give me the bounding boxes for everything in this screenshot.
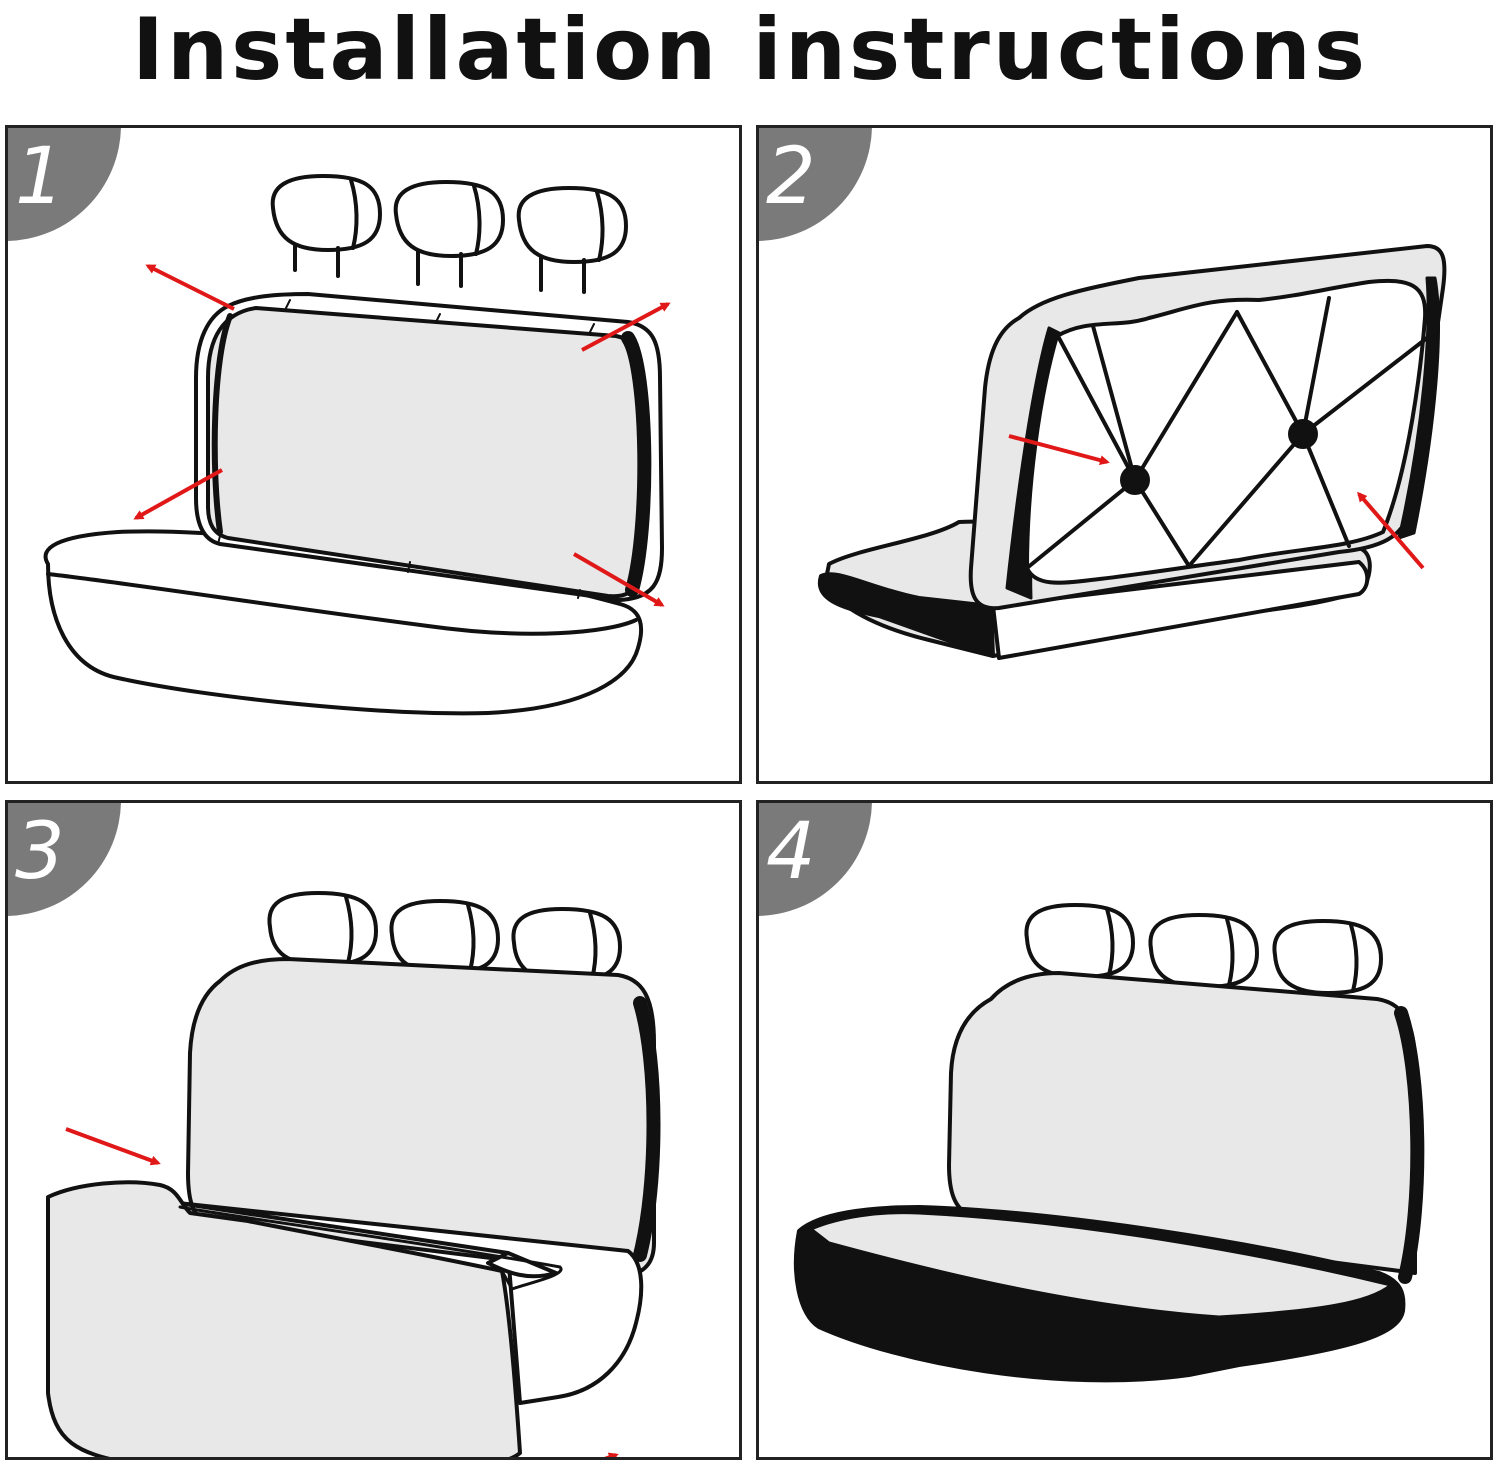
step-number: 2	[766, 132, 816, 222]
headrest-left	[1024, 903, 1135, 979]
arrow-icon	[572, 552, 665, 607]
arrow-icon	[1008, 434, 1110, 466]
arrow-icon	[65, 1127, 161, 1166]
step-2-panel: 2	[756, 125, 1493, 784]
headrest-left	[267, 891, 378, 967]
seat-backrest	[186, 957, 656, 1277]
page-title: Installation instructions	[131, 0, 1369, 100]
headrest-middle	[1148, 913, 1259, 989]
arrows	[1008, 434, 1425, 570]
step-number: 1	[15, 132, 65, 222]
arrow-icon	[145, 264, 235, 311]
step-badge: 1	[8, 128, 121, 241]
arrow-icon	[133, 468, 223, 520]
seat-foam	[1025, 278, 1428, 585]
headrest-middle	[389, 899, 500, 975]
headrest-middle	[393, 180, 505, 288]
step-4-panel: 4	[756, 800, 1493, 1460]
arrow-icon	[604, 1452, 619, 1457]
arrows	[133, 264, 671, 607]
headrest-left	[270, 174, 382, 278]
step-1-illustration	[43, 174, 671, 716]
headrest-right	[1272, 919, 1383, 995]
step-number: 4	[766, 807, 816, 897]
headrest-right	[516, 186, 628, 294]
step-2-illustration	[817, 244, 1447, 660]
step-4-illustration	[793, 903, 1425, 1383]
arrows	[65, 1127, 619, 1457]
step-1-panel: 1	[5, 125, 742, 784]
step-3-panel: 3	[5, 800, 742, 1460]
step-3-illustration	[46, 891, 661, 1457]
arrow-icon	[1357, 491, 1425, 570]
step-number: 3	[15, 807, 65, 897]
arrow-icon	[581, 302, 671, 352]
